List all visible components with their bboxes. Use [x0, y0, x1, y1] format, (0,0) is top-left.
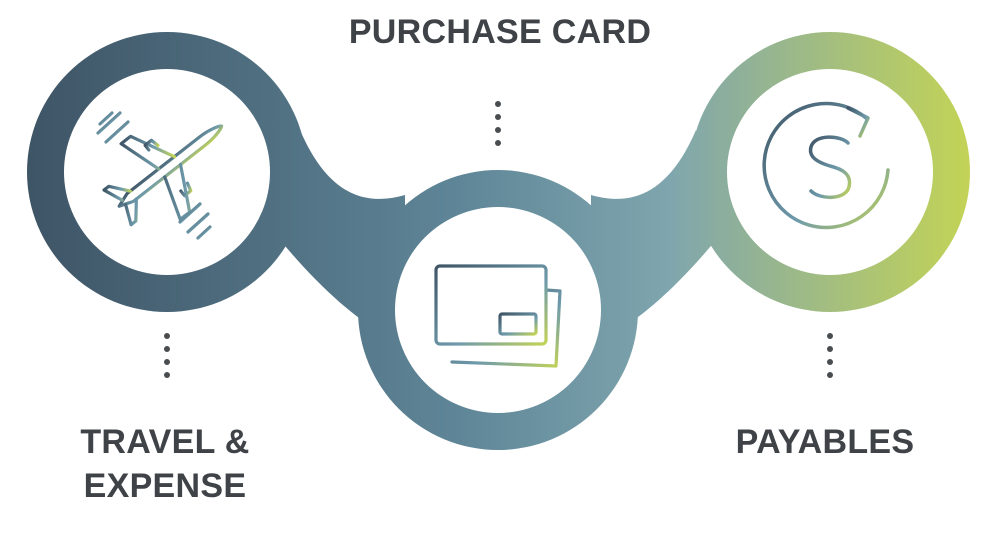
airplane-icon — [96, 111, 224, 240]
dots-top — [495, 101, 501, 146]
disc-center — [395, 207, 601, 413]
connector-left — [280, 130, 405, 345]
label-payables: PAYABLES — [735, 423, 915, 461]
dots-left — [164, 333, 170, 378]
dots-right — [827, 333, 833, 378]
connector-right — [591, 130, 716, 345]
disc-left — [64, 69, 270, 275]
label-travel-line2: EXPENSE — [83, 467, 247, 505]
disc-right — [727, 69, 933, 275]
label-purchase-card: PURCHASE CARD — [348, 13, 652, 51]
credit-card-icon — [434, 264, 562, 368]
label-travel-line1: TRAVEL & — [80, 423, 250, 461]
dollar-cycle-icon — [762, 101, 890, 230]
label-travel-expense: TRAVEL & EXPENSE — [40, 420, 290, 508]
